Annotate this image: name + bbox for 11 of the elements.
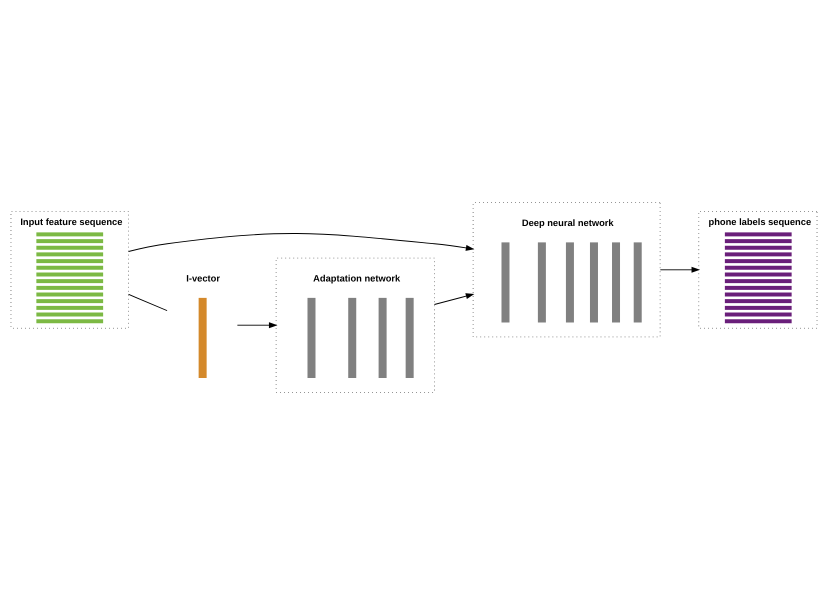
node-box: Input feature sequence (10, 210, 129, 328)
node-label: I-vector (186, 272, 220, 283)
arrow (660, 266, 700, 272)
node-box: Adaptation network (276, 257, 435, 392)
arrow (434, 292, 474, 304)
arrow (128, 232, 474, 252)
connector (128, 293, 168, 311)
node-box: phone labels sequence (698, 210, 818, 328)
node-box (198, 297, 207, 378)
node-box: Deep neural network (472, 202, 660, 337)
arrow (236, 322, 278, 328)
